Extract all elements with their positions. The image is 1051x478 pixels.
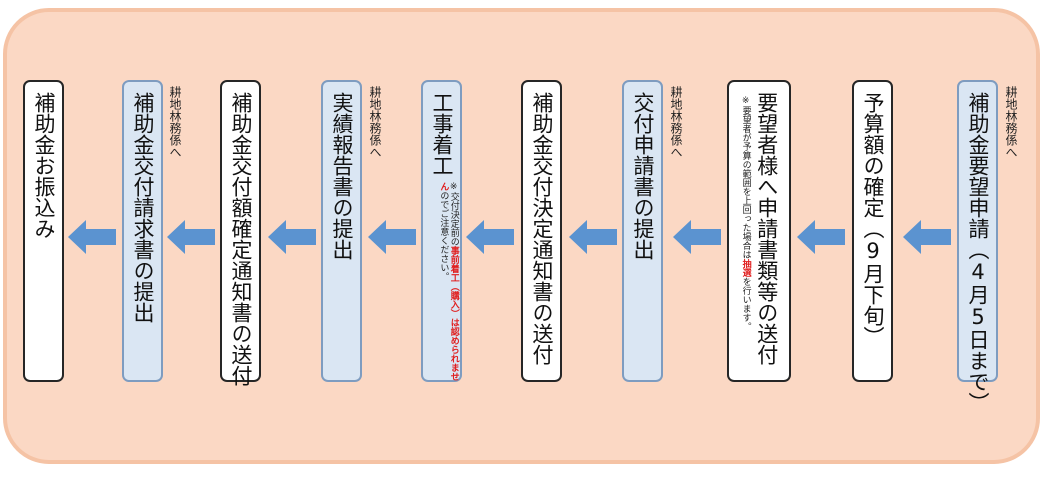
step-5-box: 補助金交付決定通知書の送付 [521, 80, 562, 382]
step-8-label: 補助金交付額確定通知書の送付 [229, 92, 254, 386]
flow-arrow-2 [797, 220, 845, 254]
step-3-note-emphasis: 抽選 [740, 259, 751, 277]
step-6-note-emphasis: 事前着工（購入）は認められません [438, 182, 459, 381]
flow-arrow-5 [466, 220, 514, 254]
flow-arrow-1 [903, 220, 951, 254]
step-10-box: 補助金お振込み [23, 80, 64, 382]
step-3-note: ※要望者が予算の範囲を上回った場合は抽選を行います。 [740, 96, 751, 381]
step-9-label: 補助金交付請求書の提出 [131, 92, 156, 323]
step-2-label: 予算額の確定（9月下旬） [861, 92, 886, 347]
step-2-box: 予算額の確定（9月下旬） [852, 80, 893, 382]
step-6-label: 工事着工 [430, 92, 455, 176]
step-7-box: 実績報告書の提出 [321, 80, 362, 382]
step-6-box: 工事着工 [421, 80, 462, 382]
side-note-to-office-1: 耕地林務係へ [1004, 86, 1018, 158]
side-note-to-office-4: 耕地林務係へ [168, 86, 182, 158]
flow-arrow-3 [673, 220, 721, 254]
step-3-note-text-a: ※要望者が予算の範囲を上回った場合は [740, 96, 751, 259]
step-7-label: 実績報告書の提出 [330, 92, 355, 260]
step-6-note-text-a: ※交付決定前の [448, 182, 459, 246]
step-5-label: 補助金交付決定通知書の送付 [530, 92, 555, 365]
side-note-to-office-2: 耕地林務係へ [669, 86, 683, 158]
step-4-box: 交付申請書の提出 [622, 80, 663, 382]
step-9-box: 補助金交付請求書の提出 [122, 80, 163, 382]
flow-arrow-6 [368, 220, 416, 254]
step-10-label: 補助金お振込み [32, 92, 57, 239]
step-1-box: 補助金要望申請（4月5日まで） [957, 80, 998, 413]
flow-arrow-8 [167, 220, 215, 254]
step-6-note: ※交付決定前の事前着工（購入）は認められませんのでご注意ください。 [438, 182, 459, 382]
flow-arrow-4 [569, 220, 617, 254]
step-4-label: 交付申請書の提出 [631, 92, 656, 260]
step-1-label: 補助金要望申請（4月5日まで） [966, 92, 991, 413]
step-3-label: 要望者様へ申請書類等の送付 [754, 92, 779, 365]
step-6-note-text-b: のでご注意ください。 [438, 191, 449, 281]
step-8-box: 補助金交付額確定通知書の送付 [220, 80, 261, 386]
flow-arrow-9 [68, 220, 116, 254]
step-3-note-text-b: を行います。 [740, 277, 751, 331]
step-3-box: 要望者様へ申請書類等の送付 ※要望者が予算の範囲を上回った場合は抽選を行います。 [727, 80, 791, 382]
flow-arrow-7 [268, 220, 316, 254]
side-note-to-office-3: 耕地林務係へ [368, 86, 382, 158]
